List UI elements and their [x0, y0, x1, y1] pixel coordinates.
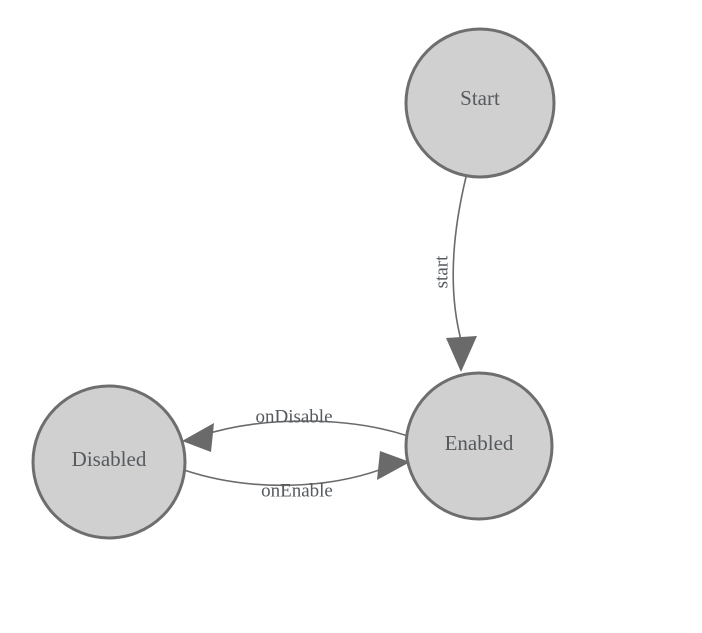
state-node-start[interactable]: Start: [404, 27, 556, 179]
edge-enabled-to-disabled[interactable]: onDisable: [182, 406, 409, 452]
edge-disabled-to-enabled[interactable]: onEnable: [183, 451, 410, 501]
arrow-head-right-icon: [377, 451, 410, 480]
edge-label-onenable: onEnable: [261, 480, 333, 501]
state-node-enabled[interactable]: Enabled: [404, 371, 554, 521]
state-node-start-circle: [404, 27, 556, 179]
edge-start-to-enabled[interactable]: start: [431, 176, 477, 372]
edge-label-start: start: [431, 255, 452, 288]
edge-enabled-to-disabled-path: [199, 420, 409, 437]
state-node-disabled[interactable]: Disabled: [31, 384, 187, 540]
state-node-disabled-circle: [31, 384, 187, 540]
edge-start-to-enabled-path: [452, 176, 467, 341]
edge-disabled-to-enabled-path: [183, 465, 391, 487]
state-node-enabled-circle: [404, 371, 554, 521]
state-node-enabled-label: Enabled: [445, 431, 514, 455]
arrow-head-left-icon: [182, 423, 214, 452]
state-node-start-label: Start: [460, 86, 500, 110]
state-node-disabled-label: Disabled: [72, 447, 147, 471]
edge-label-ondisable: onDisable: [255, 406, 332, 427]
arrow-head-down-icon: [446, 336, 477, 372]
